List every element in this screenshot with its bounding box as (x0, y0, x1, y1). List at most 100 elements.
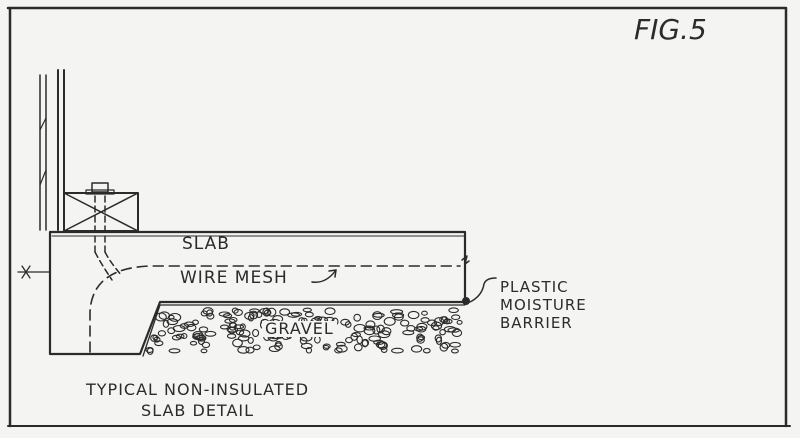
gravel-stone (267, 307, 277, 317)
gravel-stone (305, 347, 313, 354)
gravel-stone (432, 325, 440, 331)
caption-line: TYPICAL NON-INSULATED (86, 380, 310, 399)
gravel-stone (146, 347, 154, 355)
gravel-stone (228, 316, 238, 323)
gravel-stone (180, 332, 188, 340)
gravel-stone (237, 346, 250, 354)
gravel-stone (334, 347, 343, 354)
gravel-stone (233, 308, 243, 316)
gravel-stone (194, 333, 201, 339)
gravel-stone (245, 346, 255, 354)
gravel-stone (368, 335, 381, 342)
barrier-edge (461, 231, 470, 303)
gravel-stone (417, 334, 426, 341)
gravel-stone (407, 310, 420, 320)
gravel-stone (400, 319, 410, 327)
gravel-label: GRAVEL (262, 321, 337, 337)
gravel-stone (376, 324, 385, 334)
gravel-stone (450, 348, 459, 354)
gravel-stone (372, 312, 385, 318)
gravel-stone (410, 345, 423, 353)
gravel-stone (456, 319, 463, 325)
gravel-stone (443, 326, 457, 333)
barrier-dot (462, 297, 470, 305)
gravel-stone (391, 312, 405, 319)
gravel-stone (416, 336, 425, 344)
figure-title: FIG.5 (634, 13, 707, 46)
gravel-stone (439, 329, 446, 336)
gravel-stone (197, 336, 205, 345)
gravel-stone (422, 347, 431, 354)
gravel-stone (353, 313, 362, 322)
gravel-stone (201, 341, 211, 349)
gravel-stone (449, 341, 461, 348)
gravel-stone (421, 310, 428, 316)
barrier-leader (469, 277, 497, 303)
gravel-stone (244, 311, 255, 320)
gravel-stone (186, 323, 197, 332)
gravel-stone (353, 343, 363, 352)
gravel-stone (233, 324, 245, 330)
gravel-stone (268, 345, 281, 353)
gravel-stone (237, 335, 250, 342)
gravel-stone (232, 338, 243, 348)
gravel-stone (154, 340, 164, 347)
wall-siding (39, 69, 65, 231)
gravel-stone (443, 318, 453, 325)
gravel-stone (383, 316, 396, 326)
gravel-stone (372, 311, 383, 321)
gravel-stone (365, 320, 376, 329)
slab-label: SLAB (182, 234, 230, 254)
gravel-stone (279, 308, 291, 316)
gravel-stone (259, 307, 270, 315)
gravel-stone (218, 311, 231, 317)
gravel-stone (192, 319, 199, 326)
gravel-stone (391, 347, 404, 354)
gravel-stone (255, 311, 263, 318)
gravel-stone (416, 322, 428, 331)
gravel-stone (168, 312, 182, 322)
gravel-stone (198, 326, 209, 333)
gravel-stone (252, 328, 260, 338)
gravel-stone (252, 344, 261, 351)
gravel-stone (451, 328, 463, 338)
gravel-stone (340, 318, 351, 326)
grade-line (17, 265, 51, 279)
gravel-stone (204, 330, 217, 337)
gravel-stone (239, 323, 246, 331)
gravel-stone (402, 329, 415, 336)
gravel-stone (249, 310, 259, 320)
gravel-stone (166, 318, 179, 326)
wire-mesh-line (89, 265, 461, 353)
gravel-stone (448, 307, 459, 314)
gravel-stone (324, 307, 336, 316)
gravel-stone (200, 348, 208, 354)
gravel-stone (226, 333, 237, 339)
gravel-stone (353, 323, 367, 333)
gravel-stone (356, 335, 363, 345)
anchor-bolt (85, 182, 123, 281)
gravel-stone (206, 312, 215, 320)
gravel-stone (435, 336, 443, 345)
gravel-stone (304, 311, 314, 318)
gravel-stone (441, 341, 451, 349)
gravel-stone (290, 311, 303, 317)
barrier-label-line: PLASTIC (500, 278, 569, 296)
wire-mesh-leader (311, 269, 337, 283)
gravel-stone (168, 348, 181, 354)
gravel-stone (189, 340, 198, 346)
gravel-stone (158, 311, 170, 320)
gravel-stone (361, 339, 369, 348)
gravel-stone (249, 308, 260, 314)
gravel-stone (335, 341, 346, 347)
gravel-stone (426, 319, 438, 327)
caption-line: SLAB DETAIL (141, 400, 255, 420)
gravel-stone (175, 333, 185, 339)
gravel-stone (372, 325, 381, 335)
gravel-stone (219, 324, 229, 330)
sill-plate (63, 192, 139, 232)
figure-caption: TYPICAL NON-INSULATED SLAB DETAIL (86, 380, 309, 422)
gravel-stone (414, 326, 424, 332)
